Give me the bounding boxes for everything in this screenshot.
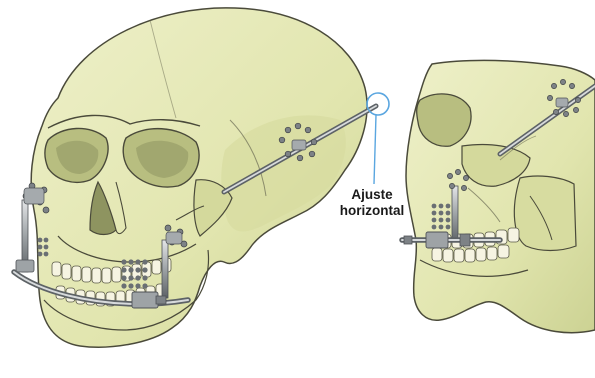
callout-label: Ajuste horizontal — [333, 187, 411, 219]
callout-label-line2: horizontal — [333, 203, 411, 219]
callout-leader — [374, 115, 376, 184]
lateral-mandible — [514, 176, 576, 251]
callout-circle — [367, 93, 389, 115]
callout-label-line1: Ajuste — [333, 187, 411, 203]
